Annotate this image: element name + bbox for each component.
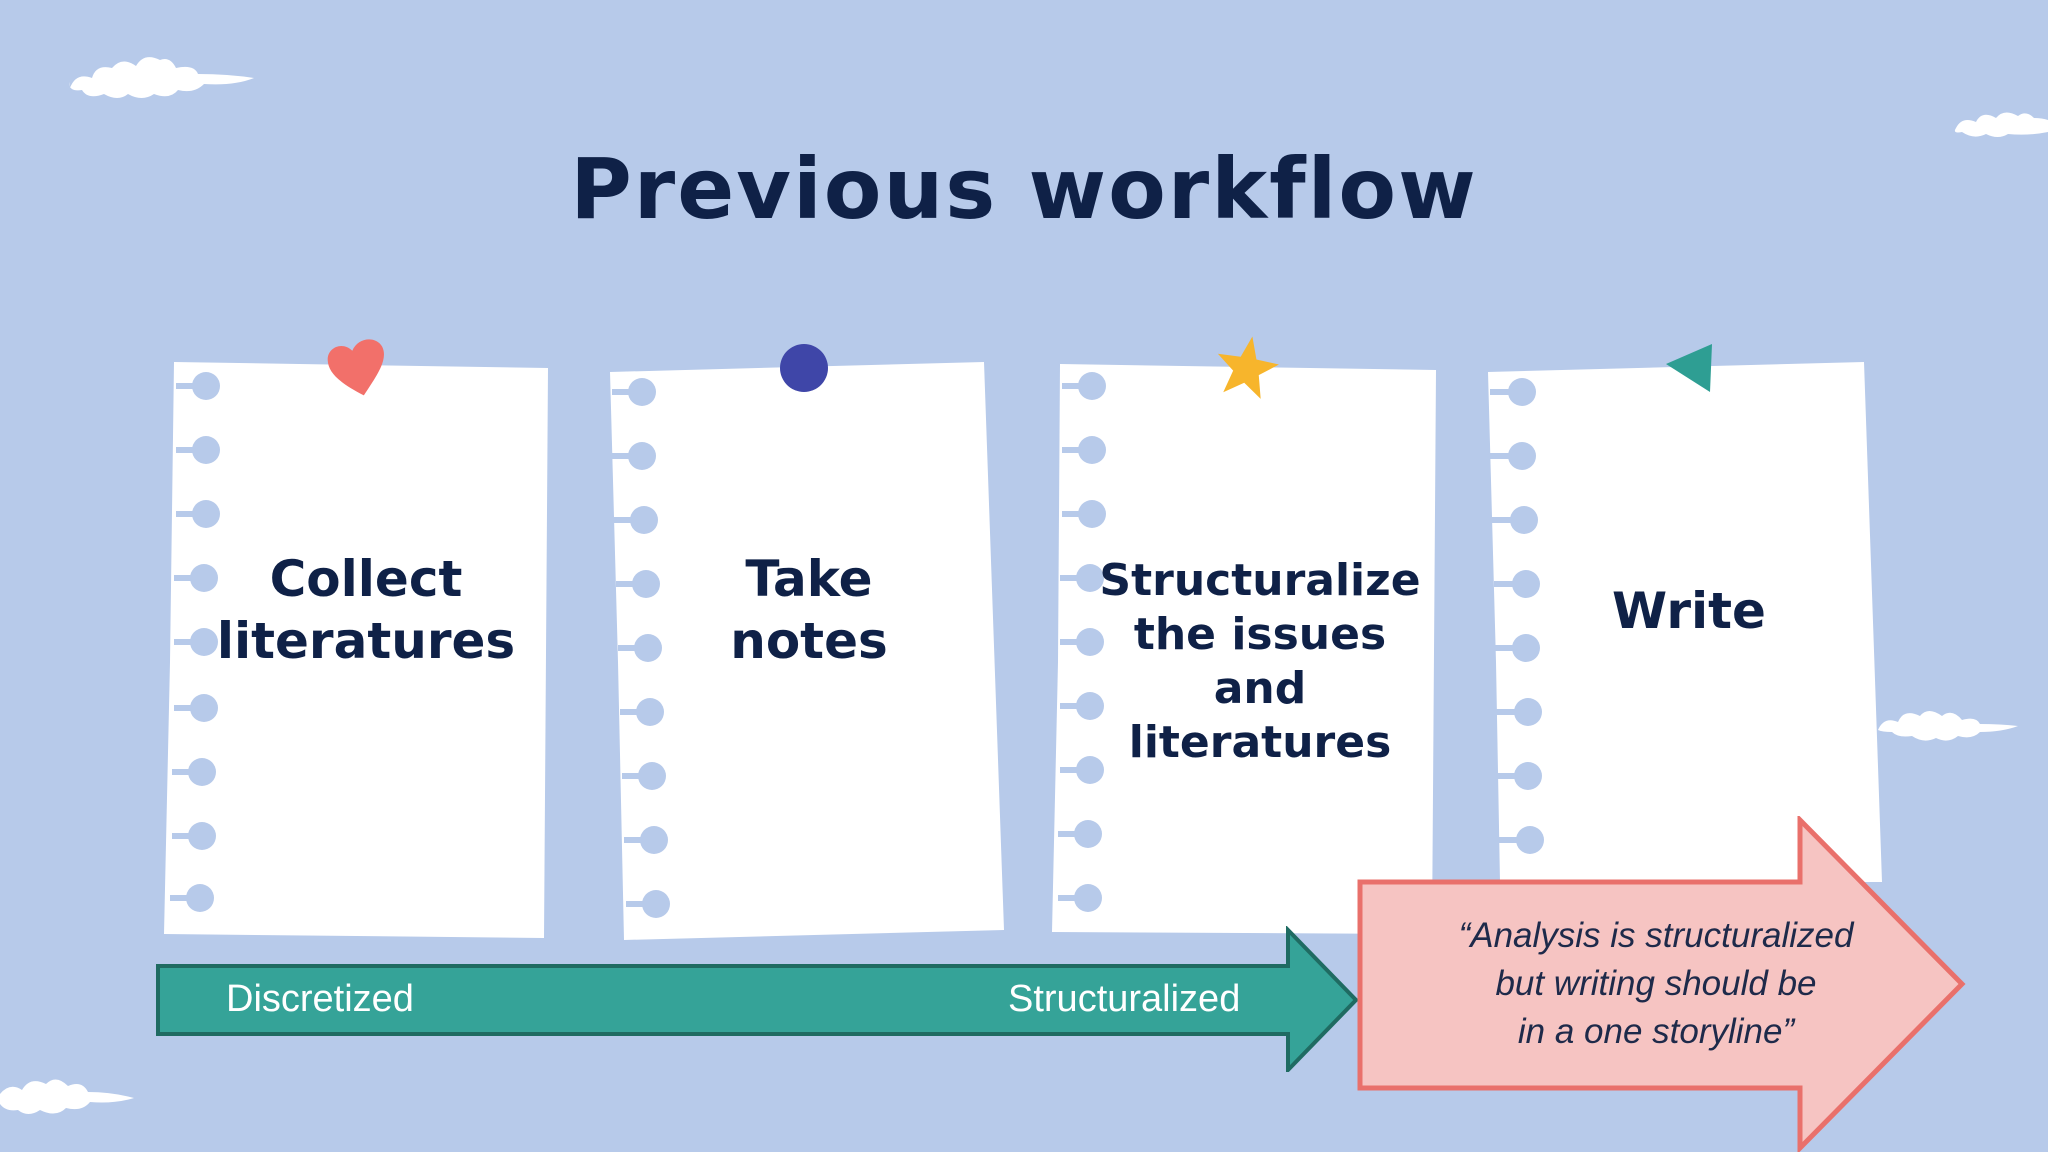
workflow-card-write: Write [1486,362,1882,882]
card-line: Structuralize [1099,555,1421,606]
quote-line: in a one storyline” [1517,1012,1795,1051]
heart-icon [327,339,384,396]
cloud-top-right-icon [1954,112,2048,137]
card-line: and [1213,663,1307,714]
arrow-label-end: Structuralized [1008,978,1241,1020]
circle-pin-icon [780,344,828,392]
workflow-card-structuralize: Structuralize the issues and literatures [1050,362,1436,938]
notepaper-shape [1488,362,1882,882]
star-icon [1217,336,1279,399]
callout-arrow: “Analysis is structuralized but writing … [1356,816,1968,1152]
notepaper-shape [610,362,1004,940]
workflow-card-take-notes: Take notes [604,362,1004,942]
process-arrow-shape [156,926,1359,1072]
card-line: Write [1612,582,1766,640]
notepaper-shape [164,362,548,938]
notepaper-shape [1052,364,1436,934]
card-rings [604,362,674,946]
cloud-middle-right-icon [1878,711,2018,741]
quote-line: “Analysis is structuralized [1458,916,1854,955]
card-line: Take [745,550,873,608]
cloud-top-left-icon [69,57,254,98]
card-line: the issues [1133,609,1387,660]
card-rings [1050,362,1110,942]
callout-arrow-shape [1357,816,1966,1152]
callout-quote: “Analysis is structuralized but writing … [1376,912,1936,1056]
quote-line: but writing should be [1495,964,1817,1003]
card-line: Collect [269,550,463,608]
card-rings [162,362,222,942]
process-arrow: Discretized Structuralized [154,926,1364,1072]
triangle-pin-icon [1666,344,1712,392]
card-rings [1486,362,1556,886]
arrow-label-start: Discretized [226,978,414,1020]
card-line: literatures [1128,717,1392,768]
cloud-bottom-left-icon [0,1079,134,1114]
card-line: notes [730,612,888,670]
card-line: literatures [216,612,516,670]
workflow-card-collect: Collect literatures [162,362,550,938]
slide-title: Previous workflow [570,140,1478,238]
